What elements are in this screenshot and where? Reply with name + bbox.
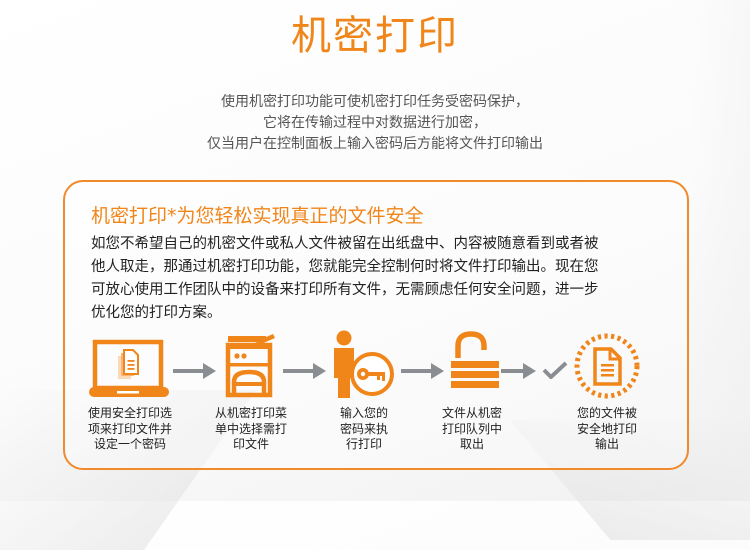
subtitle-line: 仅当用户在控制面板上输入密码后方能将文件打印输出	[207, 136, 543, 152]
step-label-line: 使用安全打印选	[87, 406, 172, 420]
step-label-line: 打印队列中	[441, 421, 502, 436]
page-subtitle: 使用机密打印功能可使机密打印任务受密码保护， 它将在传输过程中对数据进行加密， …	[0, 92, 750, 155]
description-line: 他人取走，那通过机密打印功能，您就能完全控制何时将文件打印输出。现在您	[91, 259, 599, 275]
description-line: 如您不希望自己的机密文件或私人文件被留在出纸盘中、内容被随意看到或者被	[91, 236, 599, 252]
step-label-line: 单中选择需打	[214, 421, 287, 436]
secure-document-icon	[573, 332, 641, 404]
page-title: 机密打印	[291, 13, 459, 59]
subtitle-line: 它将在传输过程中对数据进行加密，	[263, 115, 487, 131]
arrow-right-icon	[173, 362, 217, 384]
card-title: 机密打印*为您轻松实现真正的文件安全	[91, 205, 424, 227]
laptop-document-icon	[89, 339, 171, 405]
subtitle-line: 使用机密打印功能可使机密打印任务受密码保护，	[221, 94, 529, 110]
step-label: 输入您的 密码来执 行打印	[309, 406, 419, 453]
step-label-line: 项来打印文件并	[87, 421, 172, 436]
step-label-line: 输出	[594, 437, 619, 451]
card-description: 如您不希望自己的机密文件或私人文件被留在出纸盘中、内容被随意看到或者被 他人取走…	[91, 233, 683, 325]
step-label-line: 密码来执	[339, 421, 388, 436]
background-shape	[690, 0, 750, 501]
step-label: 使用安全打印选 项来打印文件并 设定一个密码	[75, 406, 185, 453]
step-label: 文件从机密 打印队列中 取出	[417, 406, 527, 453]
step-label-line: 您的文件被	[576, 406, 637, 420]
description-line: 可放心使用工作团队中的设备来打印所有文件，无需顾虑任何安全问题，进一步	[91, 282, 599, 298]
printer-icon	[225, 332, 277, 402]
step-label-line: 印文件	[232, 437, 269, 451]
checkmark-icon	[542, 361, 568, 383]
step-label: 您的文件被 安全地打印 输出	[552, 406, 662, 453]
step-label-line: 从机密打印菜	[214, 406, 287, 420]
arrow-right-icon	[283, 362, 327, 384]
step-label-line: 行打印	[345, 437, 382, 451]
unlocked-padlock-icon	[450, 330, 502, 398]
step-label-line: 文件从机密	[441, 406, 502, 420]
arrow-right-icon	[501, 362, 537, 384]
arrow-right-icon	[401, 362, 445, 384]
step-label-line: 设定一个密码	[93, 437, 166, 451]
user-key-icon	[331, 330, 399, 404]
step-label-line: 安全地打印	[576, 421, 637, 436]
step-label-line: 输入您的	[339, 406, 388, 420]
step-label: 从机密打印菜 单中选择需打 印文件	[196, 406, 306, 453]
description-line: 优化您的打印方案。	[91, 305, 222, 321]
step-label-line: 取出	[459, 437, 484, 451]
feature-card: 机密打印*为您轻松实现真正的文件安全 如您不希望自己的机密文件或私人文件被留在出…	[63, 180, 689, 470]
